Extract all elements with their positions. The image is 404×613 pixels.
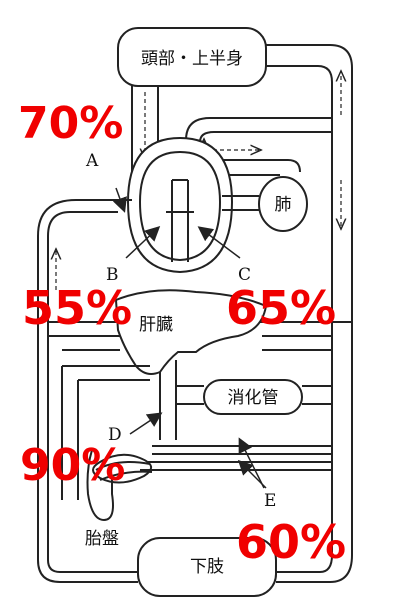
percentage-55: 55%	[22, 281, 132, 335]
percentage-65: 65%	[226, 281, 336, 335]
label-liver: 肝臓	[139, 315, 173, 335]
label-placenta: 胎盤	[85, 529, 119, 549]
lung-shape	[258, 176, 308, 232]
head-upper-body-box	[117, 27, 267, 87]
lower-limb-box	[137, 537, 277, 597]
label-a: A	[85, 151, 99, 171]
liver-shape	[114, 289, 268, 375]
percentage-60: 60%	[236, 515, 346, 569]
label-c: C	[238, 265, 251, 285]
label-head-upper-body: 頭部・上半身	[141, 49, 243, 69]
percentage-70: 70%	[18, 98, 123, 149]
label-d: D	[108, 425, 122, 445]
label-digestive: 消化管	[228, 388, 279, 408]
label-e: E	[264, 491, 276, 511]
percentage-90: 90%	[20, 440, 125, 491]
heart-outline	[126, 136, 234, 274]
label-lung: 肺	[275, 195, 292, 215]
digestive-box	[203, 379, 303, 415]
label-b: B	[106, 265, 119, 285]
label-lower-limb: 下肢	[190, 557, 224, 577]
